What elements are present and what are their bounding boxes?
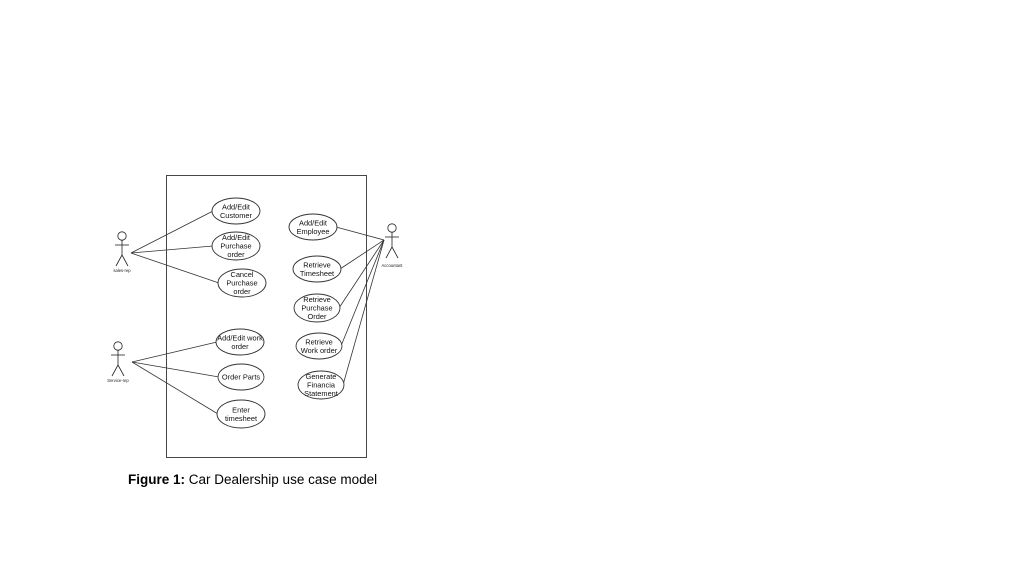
- use-cases: Add/EditCustomerAdd/EditPurchaseorderCan…: [211, 197, 345, 429]
- actor-head: [117, 231, 127, 241]
- association-accountant-uc7: [335, 226, 385, 241]
- use-case-label: Add/Edit work: [217, 333, 263, 342]
- association-sales-uc1: [130, 210, 214, 254]
- use-case-label: Purchase: [301, 304, 332, 313]
- use-case-ellipse: [217, 268, 267, 298]
- actor-service: Service-rep: [107, 341, 129, 383]
- association-accountant-uc9: [338, 239, 385, 309]
- association-accountant-uc8: [339, 239, 385, 270]
- use-case-label: order: [231, 342, 249, 351]
- actor-label: sales-rep: [113, 268, 131, 273]
- use-case-label: Enter: [232, 405, 250, 414]
- use-case-label: Retrieve: [305, 337, 333, 346]
- use-case-label: Employee: [297, 227, 330, 236]
- use-case-ellipse: [216, 399, 266, 429]
- use-case-label: Generate: [306, 372, 337, 381]
- association-accountant-uc10: [340, 239, 385, 347]
- use-case-ellipse: [288, 213, 338, 241]
- use-case-label: Purchase: [226, 279, 257, 288]
- use-case-label: Timesheet: [300, 269, 334, 278]
- use-case-ellipse: [292, 255, 342, 283]
- use-case-ellipse: [217, 363, 265, 391]
- use-case-label: Customer: [220, 211, 253, 220]
- use-case-uc5: Order Parts: [217, 363, 265, 391]
- caption-lead: Figure 1:: [128, 472, 186, 487]
- association-sales-uc2: [130, 245, 214, 254]
- use-case-label: Add/Edit: [299, 218, 327, 227]
- use-case-ellipse: [211, 231, 261, 261]
- actor-left-leg: [115, 254, 123, 267]
- use-case-label: Financia: [307, 381, 336, 390]
- use-case-label: Order: [308, 312, 327, 321]
- actor-label: Accountant: [382, 263, 404, 268]
- caption-text: Car Dealership use case model: [185, 472, 378, 487]
- use-case-label: order: [227, 250, 245, 259]
- actor-left-leg: [385, 246, 393, 259]
- association-service-uc5: [131, 361, 220, 378]
- use-case-label: Cancel: [230, 270, 253, 279]
- use-case-ellipse: [293, 293, 341, 323]
- use-case-ellipse: [211, 197, 261, 225]
- figure-caption: Figure 1: Car Dealership use case model: [128, 472, 377, 487]
- use-case-label: Work order: [301, 346, 338, 355]
- use-case-label: Order Parts: [222, 373, 260, 382]
- use-case-ellipse: [297, 370, 345, 400]
- actor-head: [387, 223, 397, 233]
- use-case-label: Add/Edit: [222, 202, 250, 211]
- association-accountant-uc11: [342, 239, 385, 386]
- actor-accountant: Accountant: [382, 223, 404, 268]
- use-case-ellipse: [215, 328, 265, 356]
- association-sales-uc3: [130, 252, 220, 284]
- use-case-label: Retrieve: [303, 260, 331, 269]
- actor-head: [113, 341, 123, 351]
- association-service-uc6: [131, 361, 219, 415]
- system-boundary: [166, 175, 367, 458]
- association-lines: [130, 210, 385, 415]
- association-service-uc4: [131, 341, 218, 363]
- use-case-label: Add/Edit: [222, 233, 250, 242]
- actor-right-leg: [391, 246, 399, 259]
- use-case-ellipse: [295, 332, 343, 360]
- use-case-label: Purchase: [220, 242, 251, 251]
- use-case-label: order: [233, 287, 251, 296]
- actor-right-leg: [117, 364, 125, 377]
- actor-label: Service-rep: [107, 378, 129, 383]
- actor-sales: sales-rep: [113, 231, 131, 273]
- use-case-label: Statement: [304, 389, 338, 398]
- actor-left-leg: [111, 364, 119, 377]
- use-case-label: Retrieve: [303, 295, 331, 304]
- use-case-label: timesheet: [225, 414, 257, 423]
- actor-right-leg: [121, 254, 129, 267]
